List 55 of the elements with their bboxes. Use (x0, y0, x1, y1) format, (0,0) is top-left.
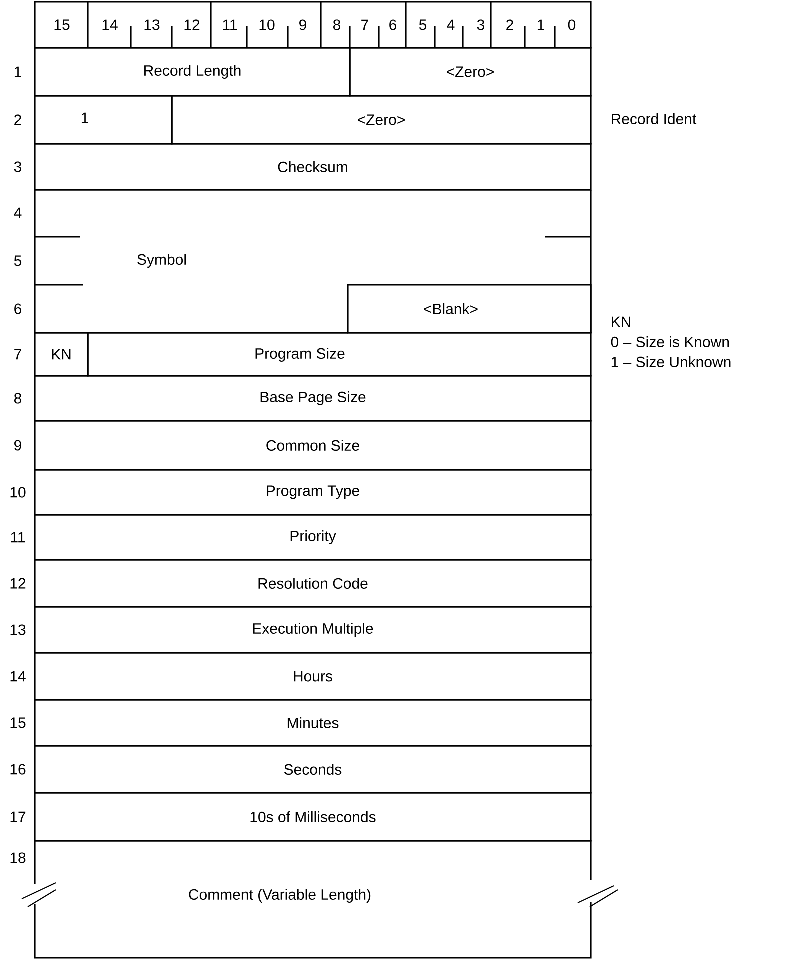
field-box: Resolution Code (34, 559, 592, 608)
field-box: Base Page Size (34, 375, 592, 422)
bit-number: 12 (184, 20, 200, 30)
row-number: 6 (14, 304, 22, 314)
note-text: 0 – Size is Known (611, 336, 730, 348)
row-number: 9 (14, 440, 22, 451)
row-number: 4 (14, 208, 22, 218)
row-number: 2 (14, 114, 22, 126)
note-text: Record Ident (612, 114, 697, 124)
row-number: 13 (10, 624, 26, 636)
field-box: Seconds (34, 745, 592, 794)
field-box: Record Length (34, 47, 351, 97)
bit-number: 13 (144, 20, 160, 30)
bit-number: 11 (223, 20, 238, 30)
row-number: 11 (11, 532, 26, 543)
row-number: 16 (10, 764, 26, 775)
bit-number: 7 (362, 20, 368, 30)
field-box: Execution Multiple (34, 606, 592, 654)
row-number: 8 (14, 393, 22, 404)
row-number: 12 (10, 578, 26, 589)
field-box: Minutes (34, 699, 592, 747)
row-number: 1 (14, 66, 22, 78)
field-box: 1 (34, 95, 173, 145)
field-box: KN (34, 332, 89, 377)
field-box: Common Size (34, 420, 592, 471)
bit-number: 10 (260, 20, 275, 30)
row-number: 3 (14, 162, 22, 172)
field-box: Program Type (34, 469, 592, 516)
note-text: KN (612, 316, 630, 328)
field-box: Priority (34, 514, 592, 561)
field-box: Hours (34, 652, 592, 701)
bit-number: 6 (390, 20, 397, 30)
field-box: <Blank> (347, 284, 592, 334)
bit-number: 8 (333, 20, 341, 30)
field-box: <Zero> (349, 47, 592, 97)
row-number: 14 (10, 671, 26, 682)
row-number: 15 (10, 718, 26, 728)
bit-number: 5 (419, 20, 427, 30)
bit-number: 1 (538, 20, 544, 30)
note-text: 1 – Size Unknown (612, 356, 731, 368)
field-box: Checksum (34, 143, 592, 191)
bit-number: 3 (477, 20, 485, 30)
bit-number: 9 (300, 20, 306, 30)
bit-number: 15 (54, 20, 70, 30)
row-number: 17 (10, 812, 26, 822)
bit-number: 14 (102, 20, 118, 30)
bit-number: 2 (506, 20, 514, 30)
row-number: 5 (14, 256, 22, 266)
field-box: Program Size (87, 332, 592, 377)
bit-number: 4 (447, 20, 455, 30)
row-number: 10 (10, 487, 26, 498)
field-box: <Zero> (171, 95, 592, 145)
field-box: 10s of Milliseconds (34, 792, 592, 842)
bit-number: 0 (568, 20, 576, 30)
row-number: 7 (14, 349, 22, 360)
